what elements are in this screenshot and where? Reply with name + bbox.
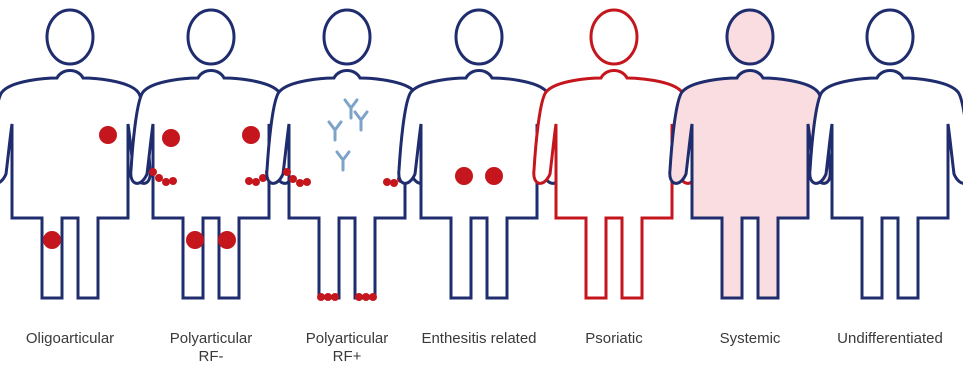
joint-toe (355, 293, 363, 301)
figure-systemic (670, 10, 830, 298)
body-outline (131, 71, 291, 299)
caption-line: Undifferentiated (820, 330, 960, 348)
joint-knee-right (43, 231, 61, 249)
joint-knee-right (186, 231, 204, 249)
body-outline (399, 71, 559, 299)
joint-toe (362, 293, 370, 301)
body-outline (810, 71, 963, 299)
joint-finger (155, 174, 163, 182)
joint-elbow-right (162, 129, 180, 147)
joint-finger (169, 177, 177, 185)
joint-finger (283, 168, 291, 176)
caption-polyarticular-rf-pos: Polyarticular RF+ (277, 330, 417, 366)
head-outline (867, 10, 913, 64)
joint-finger (303, 178, 311, 186)
caption-line: Psoriatic (544, 330, 684, 348)
head-outline (47, 10, 93, 64)
caption-line: RF- (141, 348, 281, 366)
head-outline (456, 10, 502, 64)
head-outline (727, 10, 773, 64)
joint-finger (252, 178, 260, 186)
figure-undifferentiated (810, 10, 963, 298)
joint-finger (390, 179, 398, 187)
caption-enthesitis-related: Enthesitis related (409, 330, 549, 348)
joint-finger (149, 168, 157, 176)
joint-finger (245, 177, 253, 185)
caption-line: Oligoarticular (0, 330, 140, 348)
caption-line: Polyarticular (141, 330, 281, 348)
caption-line: Systemic (680, 330, 820, 348)
joint-toe (331, 293, 339, 301)
joint-hip-left (485, 167, 503, 185)
figure-oligoarticular (0, 10, 150, 298)
joint-hip-right (455, 167, 473, 185)
caption-line: Enthesitis related (409, 330, 549, 348)
head-outline (188, 10, 234, 64)
caption-systemic: Systemic (680, 330, 820, 348)
joint-elbow-left (242, 126, 260, 144)
caption-line: Polyarticular (277, 330, 417, 348)
joint-elbow-left (99, 126, 117, 144)
caption-undifferentiated: Undifferentiated (820, 330, 960, 348)
joint-finger (383, 178, 391, 186)
body-outline (534, 71, 694, 299)
head-outline (591, 10, 637, 64)
caption-oligoarticular: Oligoarticular (0, 330, 140, 348)
joint-finger (162, 178, 170, 186)
head-outline (324, 10, 370, 64)
caption-polyarticular-rf-neg: Polyarticular RF- (141, 330, 281, 366)
caption-line: RF+ (277, 348, 417, 366)
joint-toe (317, 293, 325, 301)
caption-psoriatic: Psoriatic (544, 330, 684, 348)
joint-finger (289, 175, 297, 183)
joint-toe (369, 293, 377, 301)
joint-finger (296, 179, 304, 187)
joint-toe (324, 293, 332, 301)
joint-knee-left (218, 231, 236, 249)
body-outline (670, 71, 830, 299)
body-outline (0, 71, 150, 299)
